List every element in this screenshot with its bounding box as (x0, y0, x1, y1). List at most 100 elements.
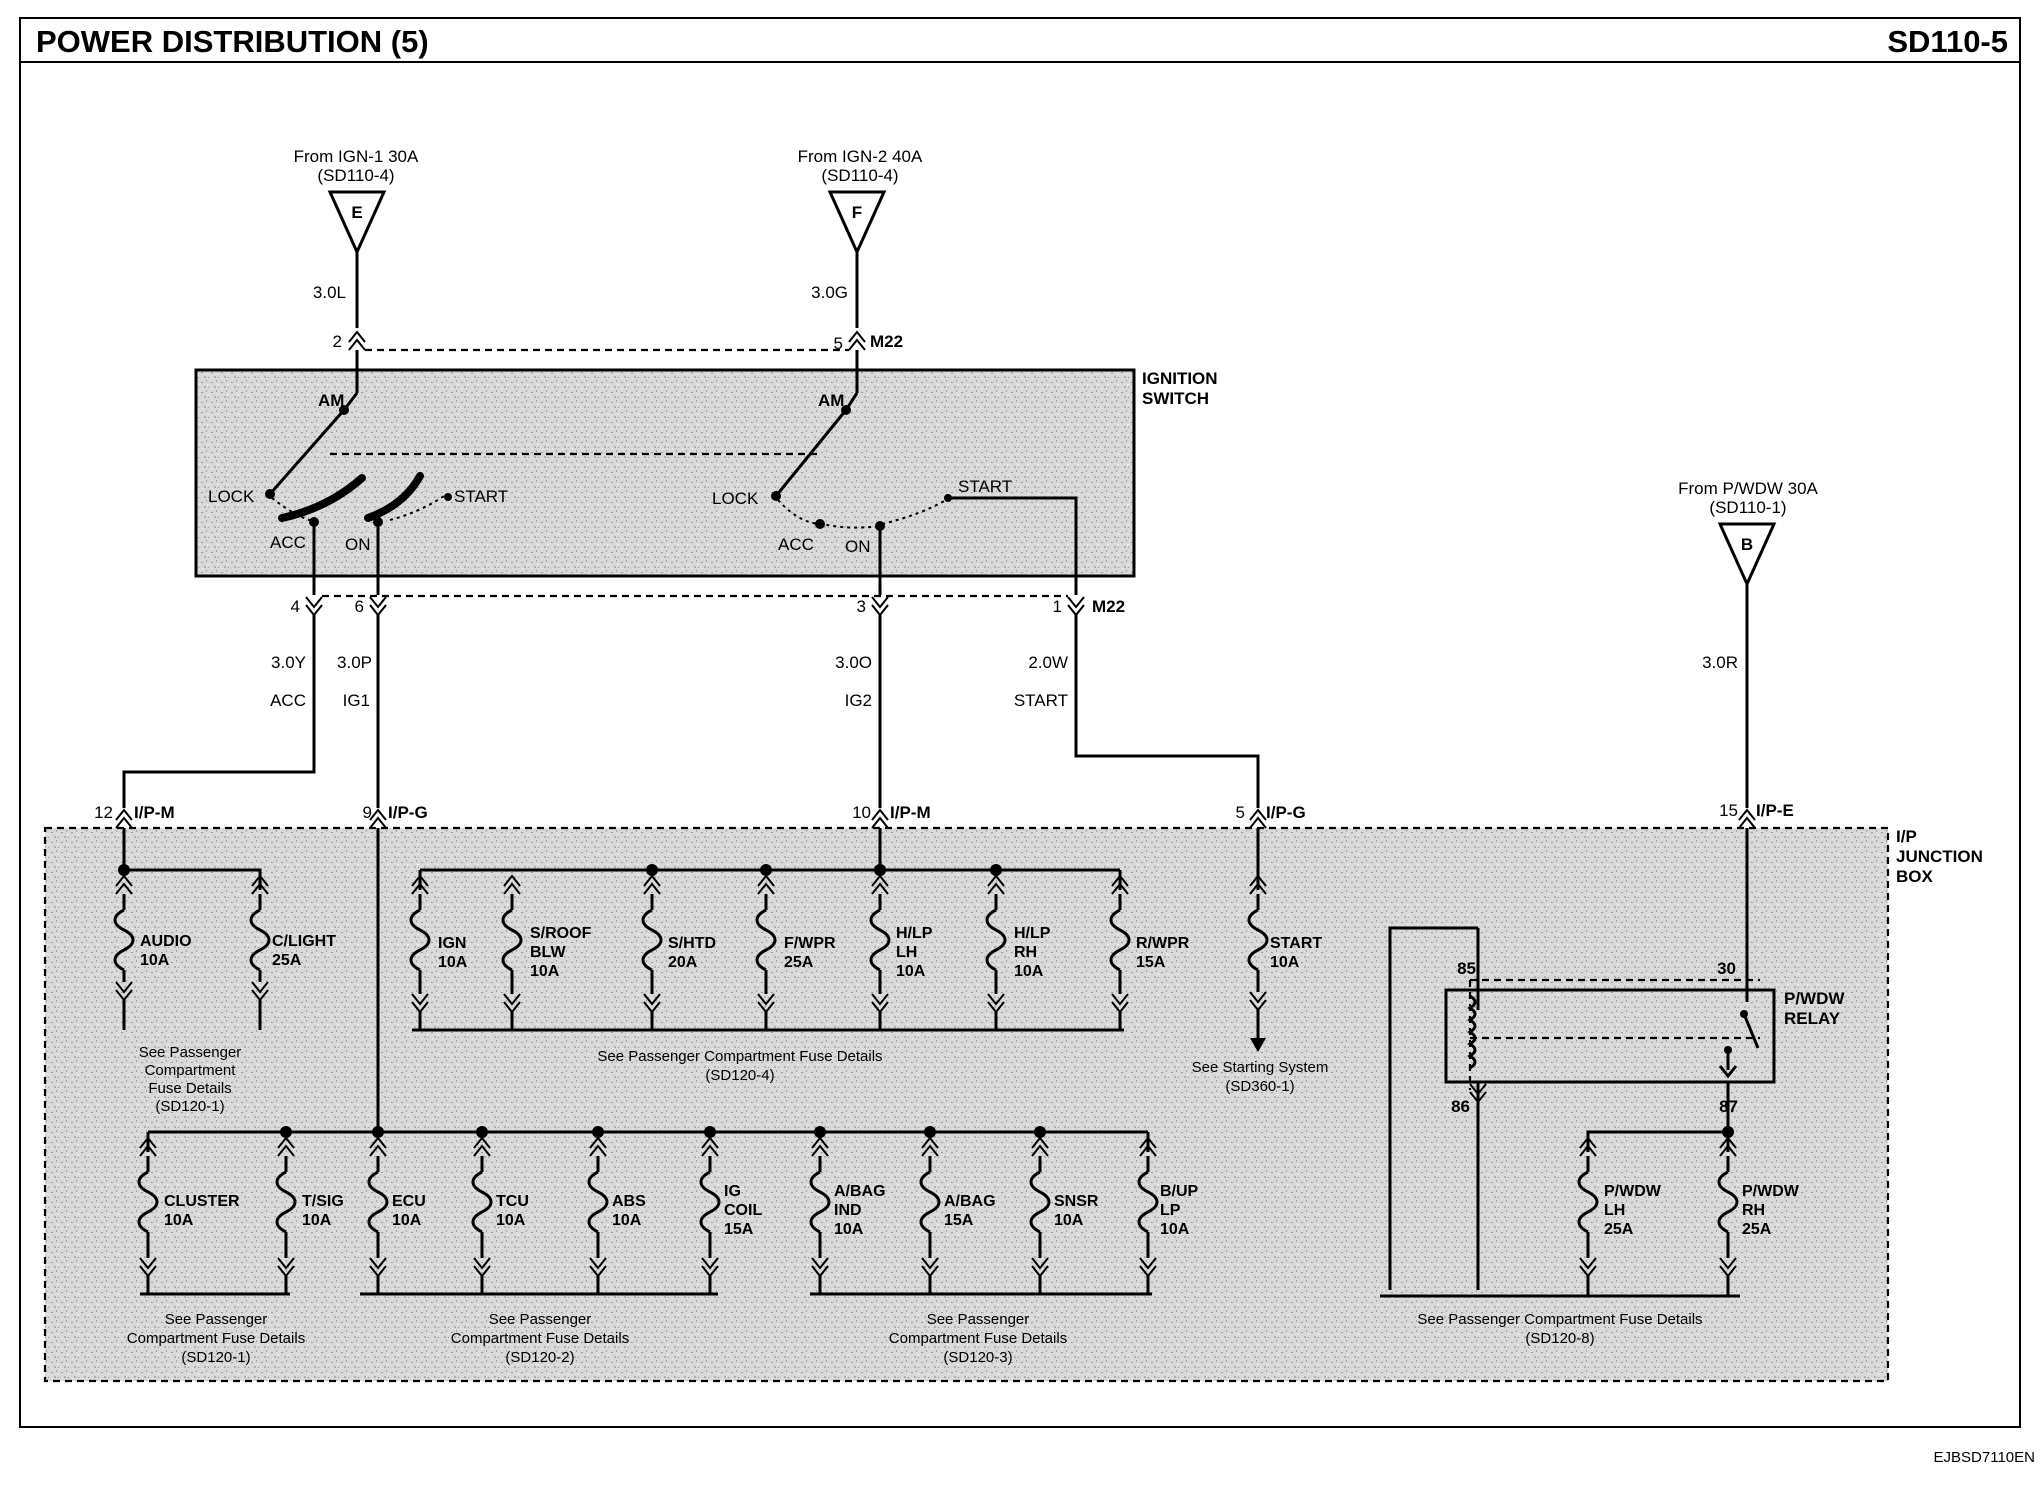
fuse-label: C/LIGHT (272, 933, 336, 950)
fuse-symbol (471, 1136, 493, 1294)
wire-label: 3.0P (337, 653, 372, 672)
fuse-label: 10A (1160, 1221, 1190, 1238)
fuse-label: IND (834, 1202, 862, 1219)
ignition-switch: IGNITION SWITCH (194, 368, 1218, 578)
fuse-reference-note: Compartment Fuse Details (889, 1330, 1067, 1347)
fuse-reference-note: Compartment Fuse Details (451, 1330, 629, 1347)
fuse-label: COIL (724, 1202, 762, 1219)
source-ref: (SD110-1) (1709, 498, 1786, 517)
fuse-label: 25A (272, 952, 302, 969)
switch-position-acc: ACC (778, 535, 814, 554)
fuse-group-start: START 10A See Starting System (SD360-1) (1192, 828, 1329, 1095)
fuse-symbol (501, 874, 523, 1030)
pin-number: 12 (94, 803, 113, 822)
fuse-reference-note: See Passenger Compartment Fuse Details (597, 1048, 882, 1065)
fuse-label: 15A (1136, 954, 1166, 971)
switch-position-start: START (958, 477, 1012, 496)
relay-pin: 30 (1717, 959, 1736, 978)
fuse-symbol (1137, 1136, 1159, 1294)
junction-box-label: BOX (1896, 867, 1934, 886)
fuse-reference-note: (SD120-1) (181, 1349, 250, 1366)
page-title: POWER DISTRIBUTION (5) (36, 24, 429, 59)
circuit-label: ACC (270, 691, 306, 710)
junction-box-label: I/P (1896, 827, 1917, 846)
starting-system-note: See Starting System (1192, 1059, 1329, 1076)
junction-dot (372, 1126, 384, 1138)
fuse-label: ECU (392, 1193, 426, 1210)
fuse-reference-note: See Passenger (165, 1311, 268, 1328)
wire-label: 3.0G (811, 283, 848, 302)
switch-position-am: AM (318, 391, 344, 410)
wire-label: 3.0O (835, 653, 872, 672)
fuse-symbol (641, 874, 663, 1030)
fuse-group-ig1: CLUSTER 10A T/SIG 10A ECU 10A TCU 10A AB… (127, 828, 1199, 1366)
fuse-reference-note: (SD120-1) (155, 1098, 224, 1115)
fuse-label: 25A (1604, 1221, 1634, 1238)
junction-dot (280, 1126, 292, 1138)
source-letter: E (351, 203, 362, 222)
source-letter: F (852, 203, 862, 222)
diagram-frame (19, 61, 2021, 1428)
fuse-symbol (1029, 1136, 1051, 1294)
circuit-label: IG2 (845, 691, 872, 710)
switch-position-lock: LOCK (712, 489, 759, 508)
relay-pin: 86 (1451, 1097, 1470, 1116)
source-ign1: From IGN-1 30A (SD110-4) E 3.0L (294, 147, 419, 328)
junction-dot (704, 1126, 716, 1138)
connector-name: I/P-G (388, 803, 428, 822)
fuse-label: 10A (1054, 1212, 1084, 1229)
pin-number: 6 (355, 597, 364, 616)
junction-dot (1034, 1126, 1046, 1138)
fuse-symbol (699, 1136, 721, 1294)
junction-dot (476, 1126, 488, 1138)
fuse-label: 10A (302, 1212, 332, 1229)
fuse-reference-note: See Passenger (927, 1311, 1030, 1328)
fuse-label: 10A (834, 1221, 864, 1238)
relay-body (1444, 988, 1776, 1084)
switch-position-lock: LOCK (208, 487, 255, 506)
fuse-reference-note: (SD120-4) (705, 1067, 774, 1084)
pin-number: 15 (1719, 801, 1738, 820)
junction-dot (646, 864, 658, 876)
fuse-symbol (113, 874, 135, 1030)
circuit-label: START (1014, 691, 1068, 710)
connector-triangle (327, 190, 387, 256)
pin-number: 3 (857, 597, 866, 616)
fuse-label: 10A (438, 954, 468, 971)
page-code: SD110-5 (1887, 24, 2008, 59)
connector-name: I/P-G (1266, 803, 1306, 822)
fuse-symbol (1247, 874, 1269, 1012)
fuse-label: 10A (1014, 963, 1044, 980)
fuse-label: B/UP (1160, 1183, 1199, 1200)
connector-triangle (827, 190, 887, 256)
fuse-label: 10A (530, 963, 560, 980)
page-header: POWER DISTRIBUTION (5) SD110-5 (19, 17, 2021, 63)
fuse-reference-note: (SD120-8) (1525, 1330, 1594, 1347)
fuse-label: S/HTD (668, 935, 716, 952)
fuse-symbol (1109, 874, 1131, 1030)
fuse-symbol (755, 874, 777, 1030)
fuse-label: 10A (496, 1212, 526, 1229)
source-label: From IGN-2 40A (798, 147, 923, 166)
fuse-symbol (1717, 1136, 1739, 1296)
fuse-symbol (869, 874, 891, 1030)
fuse-label: 10A (392, 1212, 422, 1229)
fuse-label: ABS (612, 1193, 646, 1210)
junction-dot (990, 864, 1002, 876)
fuse-reference-note: Compartment Fuse Details (127, 1330, 305, 1347)
fuse-label: S/ROOF (530, 925, 592, 942)
fuse-symbols (113, 864, 1739, 1296)
pwdw-relay: 85 30 86 87 P/WDW RELAY P/WDW LH 25A P/W… (1380, 828, 1845, 1347)
fuse-label: IGN (438, 935, 466, 952)
fuse-symbol (249, 874, 271, 1030)
source-ref: (SD110-4) (821, 166, 898, 185)
fuse-symbol (809, 1136, 831, 1294)
fuse-label: 10A (140, 952, 170, 969)
fuse-symbol (587, 1136, 609, 1294)
junction-dot (814, 1126, 826, 1138)
fuse-label: 25A (784, 954, 814, 971)
pin-number: 9 (363, 803, 372, 822)
fuse-label: START (1270, 935, 1322, 952)
connector-name: M22 (870, 332, 903, 351)
pin-number: 1 (1053, 597, 1062, 616)
